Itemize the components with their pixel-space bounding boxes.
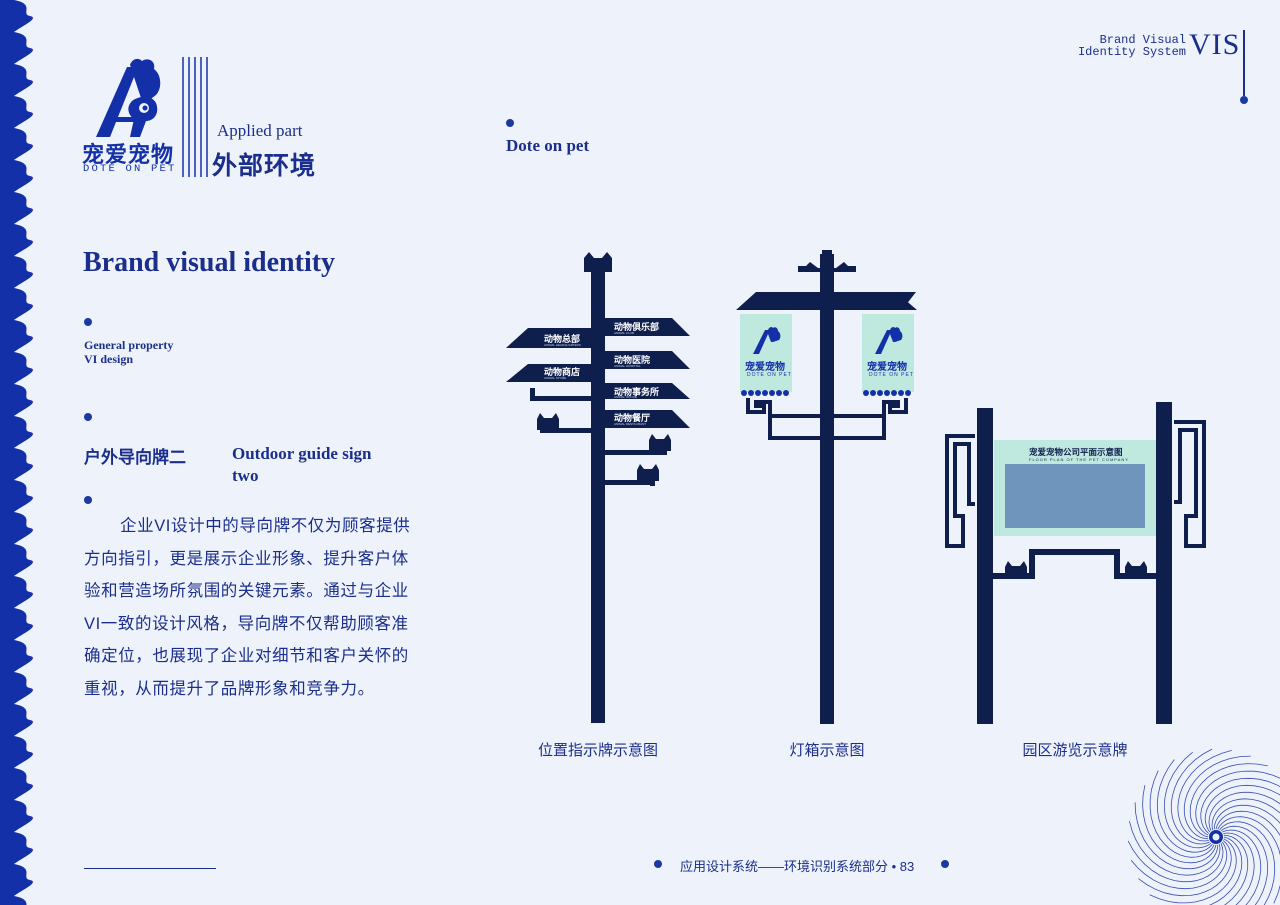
corner-dot [1240, 96, 1248, 104]
decorative-left-border [0, 0, 33, 905]
main-title: Brand visual identity [83, 247, 336, 278]
spiral-line [1163, 751, 1212, 849]
brand-logo: 宠爱宠物 DOTE ON PET [82, 55, 182, 180]
footer-section-text: 应用设计系统——环境识别系统部分 [680, 859, 889, 874]
caption-signpost: 位置指示牌示意图 [537, 742, 658, 759]
board-subtitle: FLOOR PLAN OF THE PET COMPANY [1029, 457, 1129, 462]
spiral-line [1223, 834, 1249, 905]
spiral-line [1130, 841, 1228, 890]
sign-left-1-sub: ANIMAL HEADQUARTERS [544, 343, 581, 347]
signage-illustrations [506, 250, 1206, 724]
spiral-decoration [1127, 748, 1280, 905]
footer-dot-right [941, 860, 949, 868]
spiral-line [1183, 755, 1251, 840]
corner-vis-label: VIS [1189, 28, 1241, 61]
sign-left-1: 动物总部 [544, 334, 581, 344]
section-title-cn: 外部环境 [212, 152, 317, 180]
corner-brand-line1: Brand Visual [1099, 33, 1186, 47]
lightbox-left-logo-en: DOTE ON PET [747, 372, 792, 378]
spiral-line [1149, 838, 1237, 904]
caption-park-board: 园区游览示意牌 [1022, 742, 1128, 759]
spiral-line [1204, 784, 1280, 833]
logo-en-text: DOTE ON PET [83, 163, 177, 175]
spiral-line [1142, 785, 1217, 864]
applied-part-label: Applied part [217, 121, 303, 140]
sign-right-4-sub: ANIMAL RESTAURANT [614, 422, 647, 426]
spiral-line [1219, 821, 1276, 905]
general-dot [84, 318, 92, 326]
spiral-line [1195, 770, 1280, 836]
lightbox-right-logo-cn: 宠爱宠物 [867, 362, 907, 373]
spiral-line [1200, 777, 1280, 834]
sign-right-4: 动物餐厅 [614, 413, 651, 423]
logo-mark-icon [96, 58, 161, 137]
sign-right-1: 动物俱乐部 [614, 322, 660, 332]
spiral-line [1222, 829, 1262, 905]
spiral-line [1215, 810, 1280, 836]
footer-dot-left [654, 860, 662, 868]
logo-cn-text: 宠爱宠物 [82, 142, 175, 167]
body-dot [84, 496, 92, 504]
spiral-line [1138, 840, 1232, 897]
spiral-line [1217, 816, 1280, 904]
caption-lightbox: 灯箱示意图 [789, 742, 865, 759]
footer-text: 应用设计系统——环境识别系统部分 • 83 [680, 856, 914, 875]
park-guide-board [945, 402, 1206, 724]
vi-design-label: VI design [84, 352, 134, 366]
spiral-line [1177, 750, 1232, 842]
footer-page-number: 83 [899, 859, 915, 874]
general-property-label: General property [84, 338, 174, 352]
spiral-line [1149, 770, 1215, 858]
spiral-line [1189, 763, 1268, 838]
dote-dot [506, 119, 514, 127]
sign-title-cn: 户外导向牌二 [84, 448, 186, 467]
sign-right-3-sub: ANIMAL OFFICE [614, 395, 637, 399]
sign-right-2-sub: ANIMAL HOSPITAL [614, 364, 641, 368]
spiral-line [1170, 748, 1213, 845]
corner-vertical-line [1243, 30, 1245, 96]
logo-vertical-lines [182, 57, 208, 177]
board-title: 宠爱宠物公司平面示意图 [1029, 447, 1123, 457]
lightbox-post [736, 250, 917, 724]
sign-right-3: 动物事务所 [614, 387, 660, 397]
lightbox-left-logo-cn: 宠爱宠物 [745, 362, 785, 373]
spiral-line [1156, 759, 1213, 853]
spiral-line [1129, 821, 1221, 876]
spiral-line [1208, 791, 1280, 831]
direction-signpost [506, 252, 690, 723]
sign-right-1-sub: ANIMAL CLUB [614, 331, 634, 335]
spiral-line [1211, 798, 1280, 830]
spiral-line [1134, 802, 1219, 870]
sign-left-2: 动物商店 [544, 367, 581, 377]
lightbox-right-logo-en: DOTE ON PET [869, 372, 914, 378]
spiral-line [1223, 832, 1255, 905]
sign-title-en-line1: Outdoor guide sign [232, 444, 372, 463]
sign-dot [84, 413, 92, 421]
footer-separator: • [888, 859, 900, 874]
dote-on-pet-label: Dote on pet [506, 136, 590, 155]
sign-title-en-line2: two [232, 466, 259, 485]
corner-brand-line2: Identity System [1077, 45, 1186, 59]
sign-right-2: 动物医院 [614, 355, 651, 365]
spiral-line [1208, 836, 1243, 905]
spiral-line [1127, 840, 1224, 883]
spiral-line [1213, 804, 1280, 830]
sign-left-2-sub: ANIMAL STORE [544, 376, 567, 380]
spiral-line [1220, 825, 1269, 905]
body-paragraph: 企业VI设计中的导向牌不仅为顾客提供方向指引，更是展示企业形象、提升客户体验和营… [84, 517, 411, 698]
bottom-left-rule [84, 868, 216, 869]
